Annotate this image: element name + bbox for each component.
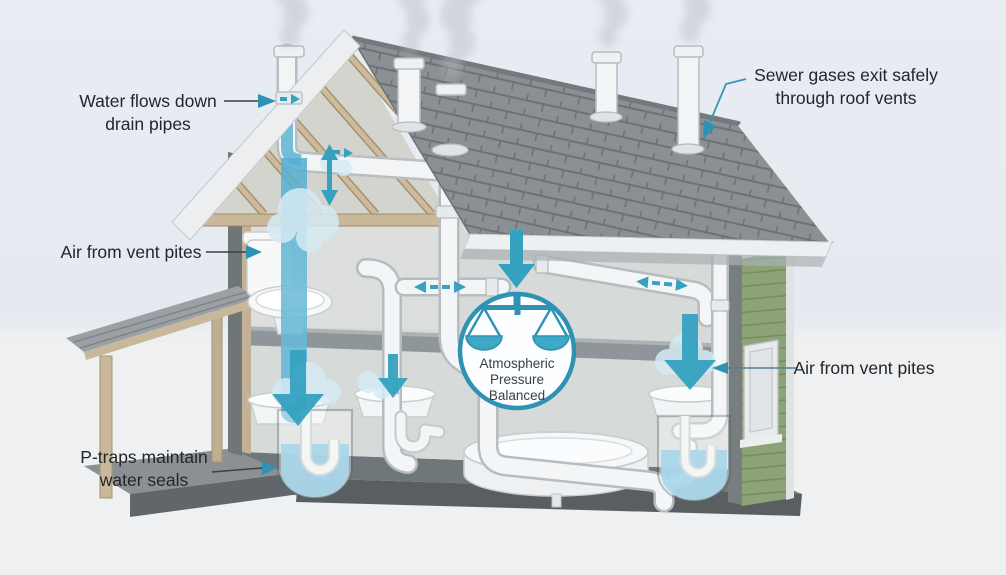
- right-gable-edge: [738, 122, 834, 244]
- right-cut-wall: [728, 250, 742, 505]
- leader-arrowhead-icon: [262, 461, 278, 475]
- callout-p-traps: P-traps maintain water seals: [80, 447, 278, 490]
- dashed-arrow-left-icon: [414, 281, 466, 293]
- badge-text-line2: Pressure: [490, 372, 544, 387]
- badge-text-line3: Balanced: [489, 388, 545, 403]
- porch: [66, 286, 258, 499]
- p-trap-left: [276, 408, 354, 501]
- callout-air-left: Air from vent pites: [60, 242, 262, 262]
- label-p-traps-line2: water seals: [99, 470, 189, 490]
- label-water-flows-line1: Water flows down: [79, 91, 216, 111]
- label-p-traps-line1: P-traps maintain: [80, 447, 207, 467]
- roof-soffit: [460, 249, 826, 267]
- p-trap-right: [656, 414, 732, 504]
- down-arrow-left-trap-icon: [272, 350, 324, 426]
- gable-fascia: [171, 29, 361, 241]
- mini-flow-arrow-vent1: [280, 94, 300, 104]
- vent-pipe-2: [391, 57, 427, 133]
- leader-line: [211, 467, 263, 473]
- label-air-right: Air from vent pites: [793, 358, 934, 378]
- pressure-badge: Atmospheric Pressure Balanced: [457, 291, 577, 411]
- porch-fascia: [84, 298, 258, 360]
- flow-arrows: [272, 94, 716, 426]
- porch-post-front: [99, 355, 113, 499]
- corner-trim: [786, 234, 794, 500]
- tub-drain: [551, 493, 562, 508]
- leader-arrowhead-icon: [712, 362, 728, 374]
- vent-pipe-3: [431, 83, 469, 157]
- label-water-flows-line2: drain pipes: [105, 114, 191, 134]
- callout-sewer-gases: Sewer gases exit safely through roof ven…: [703, 65, 938, 140]
- leader-arrowhead-icon: [258, 94, 276, 108]
- badge-text-line1: Atmospheric: [479, 356, 554, 371]
- leader-line: [709, 78, 747, 123]
- callout-water-flows: Water flows down drain pipes: [79, 91, 276, 134]
- down-arrow-right-trap-icon: [664, 314, 716, 390]
- callout-air-right: Air from vent pites: [712, 358, 935, 378]
- down-arrow-center-icon: [498, 230, 535, 288]
- sink-right: [648, 385, 728, 418]
- leader-arrowhead-icon: [703, 120, 716, 140]
- window-sill: [740, 434, 782, 448]
- label-air-left: Air from vent pites: [60, 242, 201, 262]
- roof: [171, 29, 834, 267]
- sewer-gas-plumes: [276, 0, 711, 79]
- porch-post-back: [211, 309, 223, 463]
- vent-pipe-4: [589, 51, 623, 123]
- balance-scale-icon: [465, 296, 570, 351]
- badge-circle: [457, 291, 577, 411]
- double-vertical-arrow-icon: [321, 144, 338, 206]
- roof-ridge: [351, 35, 741, 127]
- window: [740, 339, 782, 448]
- mini-flow-arrow-attic: [332, 148, 353, 158]
- label-sewer-gases-line2: through roof vents: [775, 88, 916, 108]
- label-sewer-gases-line1: Sewer gases exit safely: [754, 65, 938, 85]
- leader-arrowhead-icon: [246, 245, 262, 259]
- down-arrow-middle-sink-icon: [378, 354, 408, 398]
- dashed-arrow-right-icon: [636, 276, 688, 291]
- roof-vents: [273, 45, 705, 157]
- green-siding-wall: [740, 234, 794, 506]
- vent-pipe-5: [671, 45, 705, 155]
